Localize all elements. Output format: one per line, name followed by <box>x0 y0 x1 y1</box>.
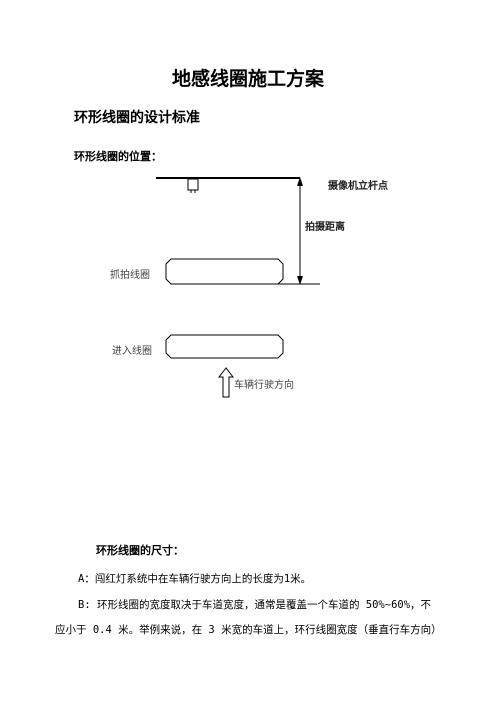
paragraph-a: A：闯红灯系统中在车辆行驶方向上的长度为1米。 <box>78 573 312 585</box>
direction-label: 车辆行驶方向 <box>234 380 294 391</box>
page-title: 地感线圈施工方案 <box>171 68 324 90</box>
section-heading: 环形线圈的设计标准 <box>74 110 200 126</box>
camera-icon <box>187 178 199 191</box>
position-heading: 环形线圈的位置： <box>74 150 162 163</box>
capture-loop-label: 抓拍线圈 <box>110 270 150 281</box>
paragraph-b-line1: B: 环形线圈的宽度取决于车道宽度，通常是覆盖一个车道的 50%~60%，不 <box>78 599 432 611</box>
camera-point-label: 摄像机立杆点 <box>328 181 388 192</box>
shoot-distance-label: 拍摄距离 <box>305 222 345 233</box>
enter-loop-label: 进入线圈 <box>112 346 152 357</box>
enter-loop-shape <box>165 334 284 359</box>
size-heading: 环形线圈的尺寸： <box>96 544 184 557</box>
capture-loop-shape <box>165 258 284 285</box>
paragraph-b-line2: 应小于 0.4 米。举例来说，在 3 米宽的车道上，环行线圈宽度（垂直行车方向） <box>55 624 442 636</box>
direction-arrow-icon <box>217 367 235 398</box>
